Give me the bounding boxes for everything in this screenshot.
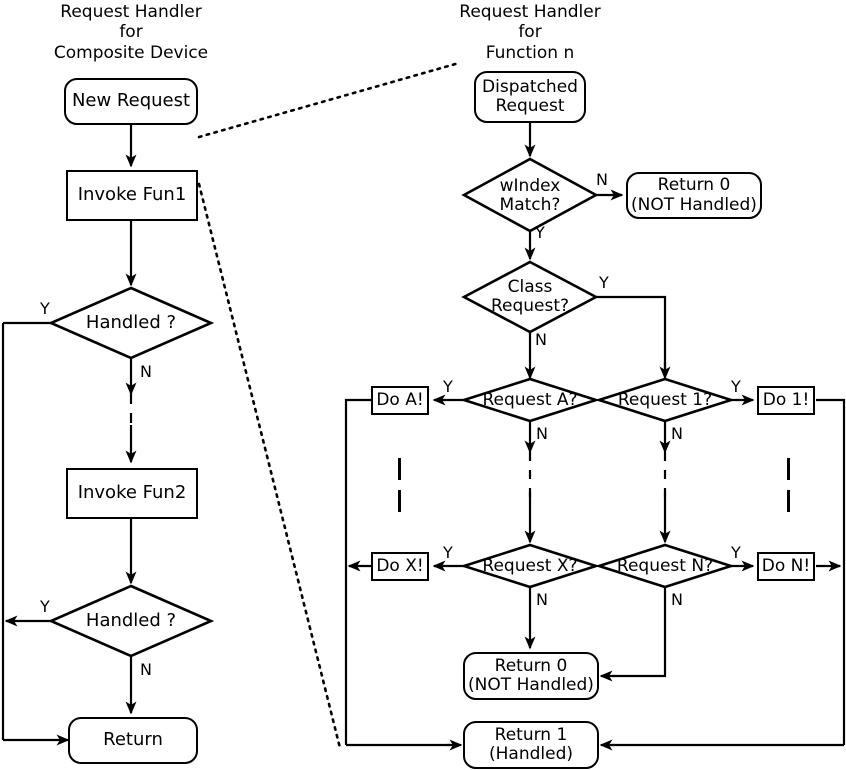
node-return0-top[interactable]: Return 0 (NOT Handled) xyxy=(626,172,762,219)
node-do-n-label: Do N! xyxy=(761,555,811,576)
node-return0-top-line2: (NOT Handled) xyxy=(631,194,757,215)
node-handled-1-label: Handled ? xyxy=(85,312,177,334)
node-return0-bottom-line2: (NOT Handled) xyxy=(468,675,594,695)
label-requestx-no: N xyxy=(536,590,548,609)
label-windex-yes: Y xyxy=(535,223,545,242)
title-right-column: Request Handler for Function n xyxy=(459,2,601,63)
node-class-request-line2: Request? xyxy=(490,296,570,316)
node-do-x[interactable]: Do X! xyxy=(371,552,429,581)
label-windex-no: N xyxy=(596,170,608,189)
node-dispatched-request[interactable]: Dispatched Request xyxy=(474,71,586,123)
node-handled-2[interactable]: Handled ? xyxy=(71,606,191,636)
node-request-a-label: Request A? xyxy=(482,389,578,410)
label-class-yes: Y xyxy=(599,273,609,292)
node-return1-bottom-line1: Return 1 xyxy=(494,724,568,745)
node-return1-bottom[interactable]: Return 1 (Handled) xyxy=(463,721,599,769)
label-requestx-yes: Y xyxy=(443,543,453,562)
label-handled1-no: N xyxy=(140,362,152,381)
node-dispatched-request-line1: Dispatched xyxy=(482,76,578,97)
title-left-column: Request Handler for Composite Device xyxy=(53,2,209,63)
node-dispatched-request-line2: Request xyxy=(495,96,565,116)
node-windex-match-line1: wIndex xyxy=(499,176,561,197)
edge-doA-bus xyxy=(344,398,371,745)
node-request-n[interactable]: Request N? xyxy=(607,553,723,579)
node-request-x[interactable]: Request X? xyxy=(472,553,588,579)
node-request-x-label: Request X? xyxy=(482,555,578,576)
node-return1-bottom-line2: (Handled) xyxy=(488,744,573,764)
ellipsis-mark-left-upper xyxy=(398,458,401,480)
node-return[interactable]: Return xyxy=(68,717,198,764)
callout-dotted-bottom xyxy=(197,182,342,750)
label-request1-yes: Y xyxy=(731,377,741,396)
label-handled1-yes: Y xyxy=(40,299,50,318)
node-class-request[interactable]: Class Request? xyxy=(478,277,582,317)
node-invoke-fun2-label: Invoke Fun2 xyxy=(77,482,187,504)
node-new-request-label: New Request xyxy=(71,90,191,112)
label-handled2-yes: Y xyxy=(40,597,50,616)
callout-dotted-top xyxy=(197,61,461,139)
edge-class-yes xyxy=(596,295,667,372)
label-requesta-yes: Y xyxy=(443,377,453,396)
ellipsis-mark-left-lower xyxy=(398,490,401,512)
node-request-a[interactable]: Request A? xyxy=(472,387,588,413)
node-do-1-label: Do 1! xyxy=(762,389,810,410)
node-return-label: Return xyxy=(103,729,163,751)
node-return0-bottom[interactable]: Return 0 (NOT Handled) xyxy=(463,652,599,700)
edge-requestn-no xyxy=(612,587,667,678)
node-do-x-label: Do X! xyxy=(376,555,424,576)
node-request-1[interactable]: Request 1? xyxy=(607,387,723,413)
node-request-1-label: Request 1? xyxy=(617,389,713,410)
node-new-request[interactable]: New Request xyxy=(64,78,198,125)
node-do-a[interactable]: Do A! xyxy=(371,386,429,415)
node-return0-bottom-line1: Return 0 xyxy=(494,655,568,676)
node-do-n[interactable]: Do N! xyxy=(757,552,815,581)
node-invoke-fun2[interactable]: Invoke Fun2 xyxy=(66,468,198,519)
node-invoke-fun1[interactable]: Invoke Fun1 xyxy=(66,170,198,221)
node-request-n-label: Request N? xyxy=(616,555,714,576)
ellipsis-mark-right-upper xyxy=(787,458,790,480)
node-do-1[interactable]: Do 1! xyxy=(757,386,815,415)
label-request1-no: N xyxy=(671,424,683,443)
node-windex-match[interactable]: wIndex Match? xyxy=(478,176,582,216)
node-return0-top-line1: Return 0 xyxy=(657,175,731,196)
label-handled2-no: N xyxy=(140,660,152,679)
label-requesta-no: N xyxy=(536,424,548,443)
label-requestn-yes: Y xyxy=(731,543,741,562)
node-handled-2-label: Handled ? xyxy=(85,610,177,632)
edge-do1-bus xyxy=(816,398,846,745)
node-class-request-line1: Class xyxy=(507,277,553,298)
node-invoke-fun1-label: Invoke Fun1 xyxy=(77,184,187,206)
label-class-no: N xyxy=(535,330,547,349)
ellipsis-mark-right-lower xyxy=(787,490,790,512)
node-handled-1[interactable]: Handled ? xyxy=(71,308,191,338)
node-windex-match-line2: Match? xyxy=(499,195,561,215)
node-do-a-label: Do A! xyxy=(376,389,424,410)
label-requestn-no: N xyxy=(671,590,683,609)
